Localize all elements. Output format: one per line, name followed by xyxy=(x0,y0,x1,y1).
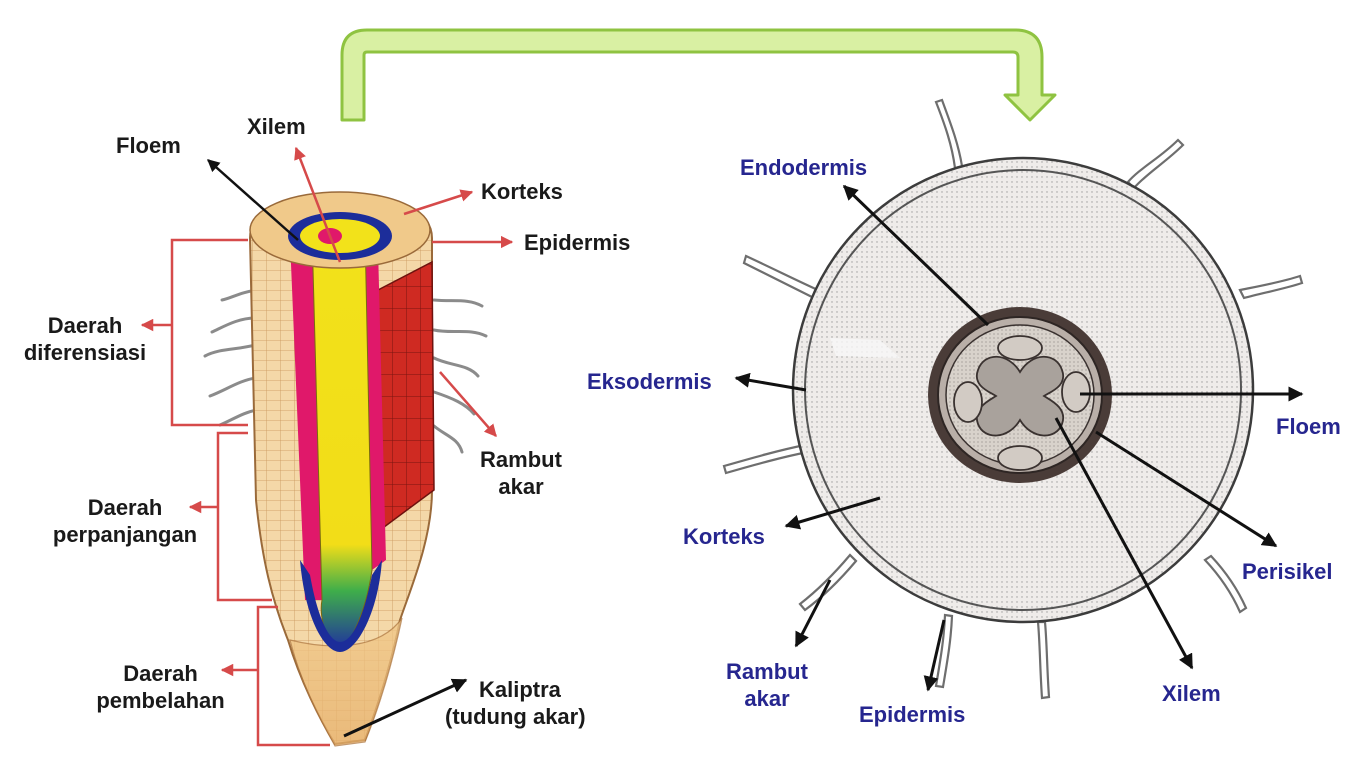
label-line: Rambut xyxy=(480,447,562,472)
label-floem-cross: Floem xyxy=(1276,414,1341,439)
label-line: akar xyxy=(744,686,790,711)
label-daerah-perpanjangan: Daerah perpanjangan xyxy=(30,494,220,548)
label-line: Daerah xyxy=(87,495,163,520)
root-cross-section xyxy=(722,98,1304,700)
epidermis-cutaway xyxy=(377,260,435,532)
label-xilem-longitudinal: Xilem xyxy=(247,114,306,139)
left-pointer-arrows xyxy=(207,146,514,738)
label-rambut-akar-cross: Rambut akar xyxy=(712,658,822,712)
label-kaliptra: Kaliptra (tudung akar) xyxy=(445,676,586,730)
label-xilem-cross: Xilem xyxy=(1162,681,1221,706)
label-epidermis-cross: Epidermis xyxy=(859,702,966,727)
label-perisikel: Perisikel xyxy=(1242,559,1333,584)
right-pointer-arrows xyxy=(734,184,1304,692)
label-endodermis: Endodermis xyxy=(740,155,868,180)
label-korteks-longitudinal: Korteks xyxy=(481,179,563,204)
label-line: Daerah xyxy=(47,313,123,338)
label-line: (tudung akar) xyxy=(445,704,586,729)
label-epidermis-longitudinal: Epidermis xyxy=(524,230,631,255)
label-line: diferensiasi xyxy=(23,340,147,365)
zone-bracket-arrows xyxy=(140,318,258,677)
meristem-tip xyxy=(300,560,382,652)
root-longitudinal-section xyxy=(203,191,488,747)
label-line: Kaliptra xyxy=(479,677,561,702)
label-floem-longitudinal: Floem xyxy=(116,133,181,158)
phloem-patches xyxy=(953,335,1091,471)
label-line: pembelahan xyxy=(96,688,225,713)
label-rambut-akar-longitudinal: Rambut akar xyxy=(466,446,576,500)
label-line: Rambut xyxy=(726,659,808,684)
root-hairs-right xyxy=(432,298,488,454)
connector-arrow xyxy=(340,28,1057,122)
zone-brackets xyxy=(170,238,330,747)
label-daerah-diferensiasi: Daerah diferensiasi xyxy=(10,312,160,366)
label-line: perpanjangan xyxy=(52,522,198,547)
label-korteks-cross: Korteks xyxy=(683,524,765,549)
label-eksodermis: Eksodermis xyxy=(587,369,712,394)
label-line: akar xyxy=(498,474,544,499)
root-hairs-left xyxy=(203,288,260,427)
label-daerah-pembelahan: Daerah pembelahan xyxy=(78,660,243,714)
xylem-star xyxy=(975,355,1065,437)
label-line: Daerah xyxy=(123,661,198,686)
